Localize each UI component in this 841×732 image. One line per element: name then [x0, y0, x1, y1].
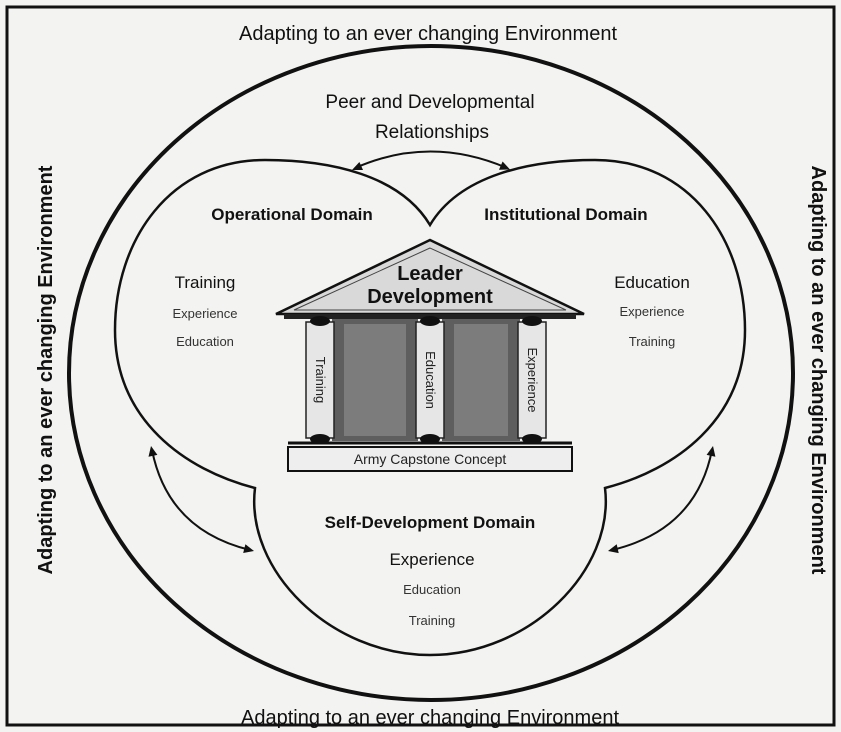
pillar-cap — [420, 316, 440, 326]
arrowhead-top — [148, 446, 158, 457]
domains-outline — [113, 158, 747, 657]
operational-item: Education — [176, 334, 234, 349]
institutional-item: Training — [629, 334, 675, 349]
institutional-item: Education — [614, 273, 690, 292]
temple-panel-left-shade — [344, 324, 406, 436]
arrowhead-bottom — [608, 544, 619, 554]
self-development-domain-title: Self-Development Domain — [325, 513, 536, 532]
bottom-environment-label: Adapting to an ever changing Environment — [241, 707, 619, 729]
institutional-domain-title: Institutional Domain — [484, 205, 647, 224]
pillar-left-label: Training — [313, 357, 328, 403]
operational-domain-title: Operational Domain — [211, 205, 373, 224]
peer-relationships-line1: Peer and Developmental — [325, 92, 534, 113]
operational-item: Training — [175, 273, 236, 292]
self-development-item: Education — [403, 582, 461, 597]
roof-label-line1: Leader — [397, 263, 463, 285]
peer-relationship-arrow — [352, 150, 510, 170]
peer-relationships-line2: Relationships — [375, 122, 489, 143]
pillar-left — [305, 321, 335, 439]
leader-development-temple: Leader Development Training Education Ex… — [275, 238, 585, 472]
arrowhead-right — [499, 161, 510, 170]
pillar-cap — [310, 316, 330, 326]
roof-label-line2: Development — [367, 286, 493, 308]
left-environment-label: Adapting to an ever changing Environment — [35, 165, 57, 574]
temple-base — [287, 446, 573, 472]
temple-roof-inner-line — [293, 247, 567, 311]
temple-base-label: Army Capstone Concept — [354, 451, 507, 467]
environment-ellipse — [67, 44, 795, 702]
self-development-item: Training — [409, 613, 455, 628]
arrowhead-left — [352, 162, 363, 170]
temple-panel-right-shade — [454, 324, 508, 436]
top-environment-label: Adapting to an ever changing Environment — [239, 23, 617, 45]
self-development-item: Experience — [389, 550, 474, 569]
institutional-self-development-arrow — [608, 446, 716, 554]
right-environment-label: Adapting to an ever changing Environment — [807, 166, 829, 575]
pillar-middle-label: Education — [423, 351, 438, 409]
pillar-right-label: Experience — [525, 347, 540, 412]
outer-frame — [5, 5, 836, 727]
operational-item: Experience — [172, 306, 237, 321]
operational-self-development-arrow — [148, 446, 254, 553]
pillar-cap — [522, 316, 542, 326]
arrowhead-top — [706, 446, 716, 457]
arrowhead-bottom — [243, 544, 254, 553]
pillar-right — [517, 321, 547, 439]
institutional-item: Experience — [619, 304, 684, 319]
